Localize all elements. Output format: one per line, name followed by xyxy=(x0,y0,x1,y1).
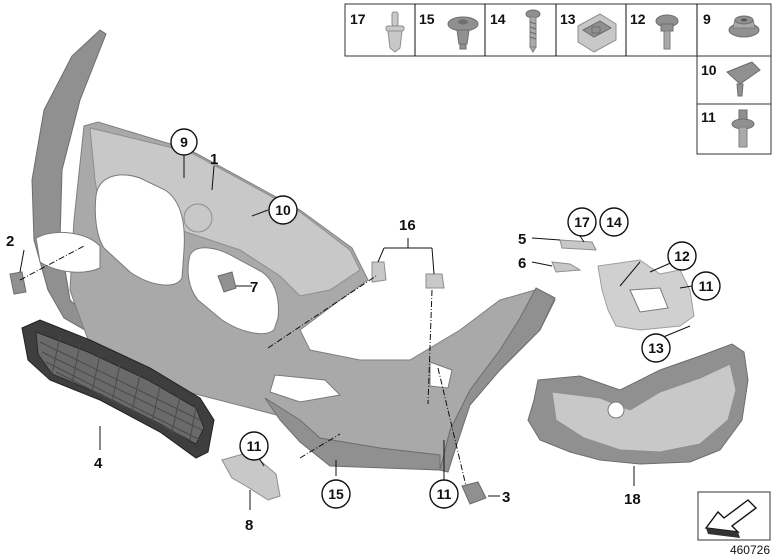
bolt-icon xyxy=(731,109,755,148)
bracket-part-5 xyxy=(559,239,597,251)
reference-number: 460726 xyxy=(730,543,770,557)
kidney-opening-left xyxy=(94,174,185,286)
legend-cell-11 xyxy=(696,103,772,155)
legend-label-9: 9 xyxy=(703,11,711,27)
legend-label-13: 13 xyxy=(560,11,576,27)
bumper-panel xyxy=(31,29,556,473)
spring-clip-icon xyxy=(726,61,761,97)
flange-nut-icon xyxy=(728,15,760,38)
legend-label-12: 12 xyxy=(630,11,646,27)
callout-2: 2 xyxy=(6,233,14,250)
callout-17: 17 xyxy=(574,214,590,230)
callout-11-c: 11 xyxy=(699,278,714,294)
callout-12: 12 xyxy=(674,248,690,264)
callout-circle-11-a xyxy=(239,431,269,461)
callout-8: 8 xyxy=(245,517,253,534)
clip-nut-icon xyxy=(577,13,617,53)
legend-label-14: 14 xyxy=(490,11,506,27)
legend-label-11: 11 xyxy=(701,109,716,125)
callout-4: 4 xyxy=(94,455,103,472)
badge-recess xyxy=(183,203,213,233)
callout-7: 7 xyxy=(250,279,258,296)
air-intake-left xyxy=(269,374,342,403)
bracket-part-7 xyxy=(217,271,237,293)
view-direction-box xyxy=(697,491,771,541)
callout-circle-13 xyxy=(641,333,671,363)
screw-icon xyxy=(525,9,541,53)
callout-circle-9 xyxy=(170,128,198,156)
callout-circle-10 xyxy=(268,195,298,225)
air-intake-right xyxy=(429,361,453,389)
callout-circle-17 xyxy=(567,207,597,237)
callout-16: 16 xyxy=(399,217,416,234)
expanding-rivet-icon xyxy=(447,16,479,50)
leader-lines xyxy=(19,152,693,510)
view-direction-arrow-icon xyxy=(704,499,758,533)
holder-part-16b xyxy=(425,273,445,289)
bumper-lower-lip xyxy=(264,397,441,471)
callout-circle-11-c xyxy=(691,271,721,301)
holder-part-16a xyxy=(371,261,387,283)
callout-6: 6 xyxy=(518,255,526,272)
callout-circle-11-b xyxy=(429,479,459,509)
legend-label-17: 17 xyxy=(350,11,366,27)
push-rivet-icon xyxy=(385,11,405,53)
fastener-legend: 17 15 14 13 12 9 10 11 xyxy=(344,3,772,155)
collar-screw-icon xyxy=(655,14,679,50)
callout-circle-15 xyxy=(321,479,351,509)
callout-5: 5 xyxy=(518,231,526,248)
callout-15: 15 xyxy=(328,486,344,502)
callout-9: 9 xyxy=(180,134,188,150)
callout-1: 1 xyxy=(210,151,218,168)
callout-circle-14 xyxy=(599,207,629,237)
callout-11-a: 11 xyxy=(247,438,262,454)
kidney-opening-right xyxy=(187,247,279,335)
callout-circle-12 xyxy=(667,241,697,271)
callout-3: 3 xyxy=(502,489,510,506)
grille-mesh-lines xyxy=(39,335,203,441)
callout-13: 13 xyxy=(648,340,664,356)
callout-18: 18 xyxy=(624,491,641,508)
bumper-right-wing xyxy=(439,287,556,473)
liner-hole xyxy=(607,401,625,419)
callouts: 1 2 3 4 5 6 7 8 16 18 9 10 11 11 11 12 1… xyxy=(6,128,721,534)
legend-top-row xyxy=(344,3,772,57)
tow-hook-cover-part-3 xyxy=(461,481,487,505)
callout-14: 14 xyxy=(606,214,622,230)
wheel-arch-liner-face xyxy=(551,363,737,453)
headlight-bracket-cutout xyxy=(629,287,669,313)
callout-11-b: 11 xyxy=(437,486,452,502)
legend-label-10: 10 xyxy=(701,62,717,78)
lower-grille xyxy=(21,319,215,459)
callout-10: 10 xyxy=(275,202,291,218)
side-marker-part-2 xyxy=(9,271,27,295)
legend-label-15: 15 xyxy=(419,11,435,27)
side-vent-opening xyxy=(35,232,101,273)
bracket-part-6 xyxy=(551,261,582,273)
